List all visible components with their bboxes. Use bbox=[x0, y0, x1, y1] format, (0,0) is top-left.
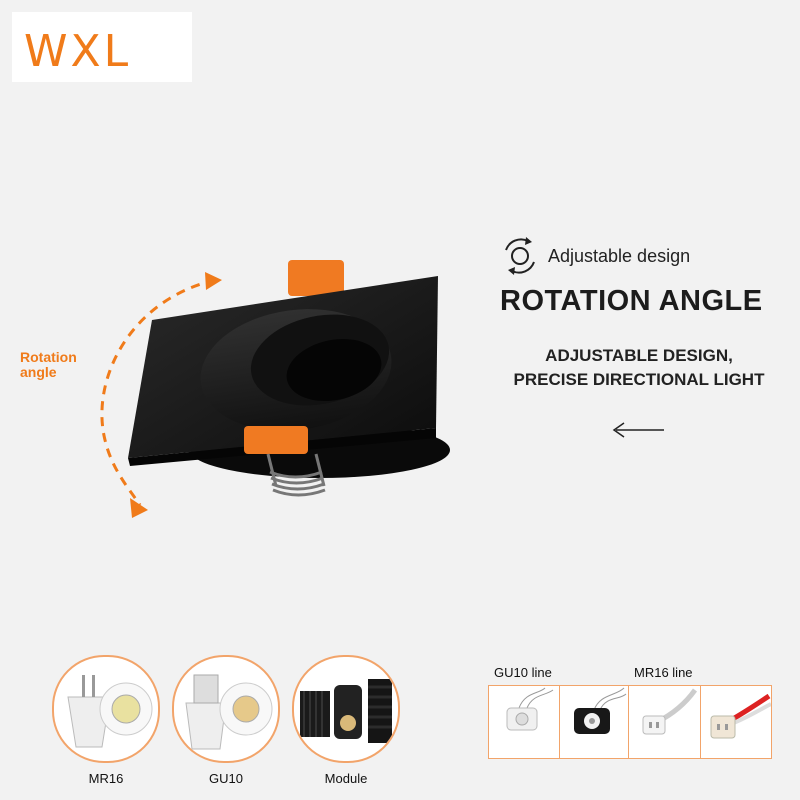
bulb-option-module: Module bbox=[292, 655, 400, 786]
gu10-caption: GU10 bbox=[209, 771, 243, 786]
gu10-bulb-image bbox=[172, 655, 280, 763]
bulb-option-mr16: MR16 bbox=[52, 655, 160, 786]
rotation-arc-icon bbox=[100, 272, 222, 518]
mr16-bulb-image bbox=[52, 655, 160, 763]
gu10-socket-black-image bbox=[560, 686, 630, 758]
mr16-caption: MR16 bbox=[88, 771, 124, 786]
mr16-socket-white-image bbox=[629, 686, 701, 758]
logo-box: WXL bbox=[12, 12, 192, 82]
rotate-icon bbox=[505, 237, 535, 275]
mr16-socket-red-image bbox=[701, 686, 772, 758]
brand-logo: WXL bbox=[24, 26, 132, 77]
feature-header-label: Adjustable design bbox=[548, 245, 691, 266]
feature-subtitle-line1: ADJUSTABLE DESIGN, bbox=[545, 346, 733, 365]
arrow-left-icon bbox=[612, 422, 664, 438]
rotation-label: Rotation angle bbox=[20, 349, 77, 380]
feature-subtitle: ADJUSTABLE DESIGN, PRECISE DIRECTIONAL L… bbox=[494, 344, 784, 392]
gu10-socket-white-image bbox=[489, 686, 560, 758]
mr16-line-label: MR16 line bbox=[634, 665, 693, 680]
gu10-line-box bbox=[488, 685, 630, 759]
module-caption: Module bbox=[324, 771, 368, 786]
mr16-line-box bbox=[628, 685, 772, 759]
gu10-line-label: GU10 line bbox=[494, 665, 552, 680]
module-image bbox=[292, 655, 400, 763]
downlight-fixture-image bbox=[128, 260, 450, 497]
feature-header: Adjustable design bbox=[500, 236, 790, 276]
feature-subtitle-line2: PRECISE DIRECTIONAL LIGHT bbox=[513, 370, 765, 389]
bulb-option-gu10: GU10 bbox=[172, 655, 280, 786]
feature-title: ROTATION ANGLE bbox=[500, 285, 763, 317]
